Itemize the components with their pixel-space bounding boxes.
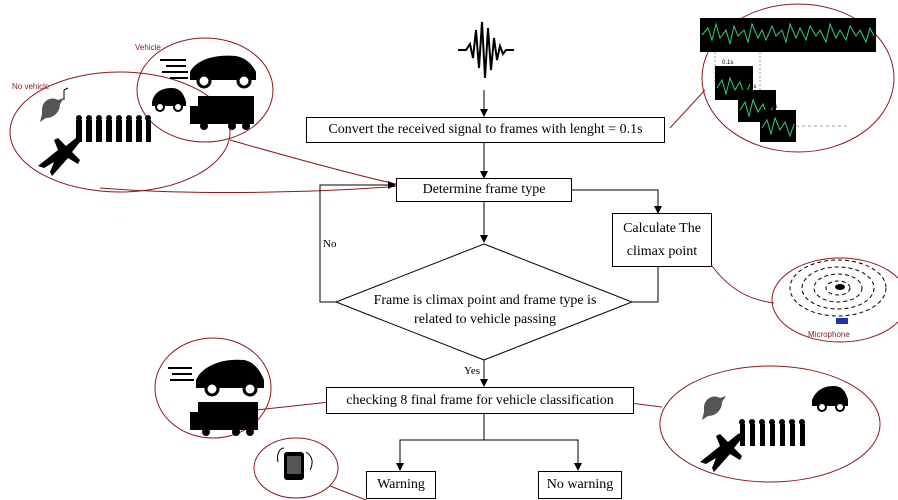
climax-line-1: Calculate The [623,220,701,236]
convert-signal-box: Convert the received signal to frames wi… [306,117,665,143]
decision-text: Frame is climax point and frame type is … [330,292,640,330]
bird-icon [40,87,69,122]
microphone-icon [836,318,848,324]
frame-label-2: 0.1s [745,84,757,90]
car-top-icon [835,284,845,290]
signal-frames-icon [700,18,876,142]
frame-label-3: 0.1s [766,104,778,110]
car-result-icon [196,359,264,397]
small-car-icon [152,88,186,112]
airplane-icon [38,137,81,176]
microphone-callout [771,257,898,343]
decision-line-2: related to vehicle passing [414,311,556,327]
determine-frame-type-box: Determine frame type [396,178,572,202]
no-warning-box: No warning [538,471,622,499]
sound-wave-icon [458,21,514,79]
frame-label-1: 0.1s [722,60,734,66]
people-crowd-result-icon [739,419,805,446]
truck-result-icon [190,402,258,436]
bird-result-icon [702,396,726,420]
yes-branch-label: Yes [464,365,481,377]
car-icon [190,55,256,89]
climax-line-2: climax point [626,244,698,259]
decision-diamond [334,243,634,361]
warning-box: Warning [366,471,436,499]
checking-frames-box: checking 8 final frame for vehicle class… [326,387,634,414]
vehicle-result-leader [255,401,331,411]
frames-callout [701,3,895,153]
vehicle-result-callout [154,337,272,439]
phone-warning-icon [277,447,313,480]
people-crowd-icon [76,115,151,142]
car-result-small-icon [812,386,848,412]
vehicle-label: Vehicle [135,43,161,52]
no-branch-label: No [323,238,337,250]
warning-callout [253,437,339,499]
decision-line-1: Frame is climax point and frame type is [373,293,597,308]
no-vehicle-leader [99,185,401,193]
vehicle-callout [136,37,274,143]
microphone-range-icon [789,259,887,317]
frames-leader [669,89,706,129]
no-vehicle-callout [9,71,231,193]
no-vehicle-result-leader [629,402,663,408]
no-vehicle-result-callout [659,365,881,483]
microphone-leader [711,265,775,304]
vehicle-leader [229,139,401,186]
calculate-climax-box: Calculate The climax point [612,213,712,267]
truck-icon [190,96,254,130]
speed-lines-icon [160,59,188,79]
warning-leader [329,485,367,500]
airplane-result-icon [700,433,743,472]
microphone-label: Microphone [808,330,850,339]
no-vehicle-label: No vehicle [12,82,50,91]
